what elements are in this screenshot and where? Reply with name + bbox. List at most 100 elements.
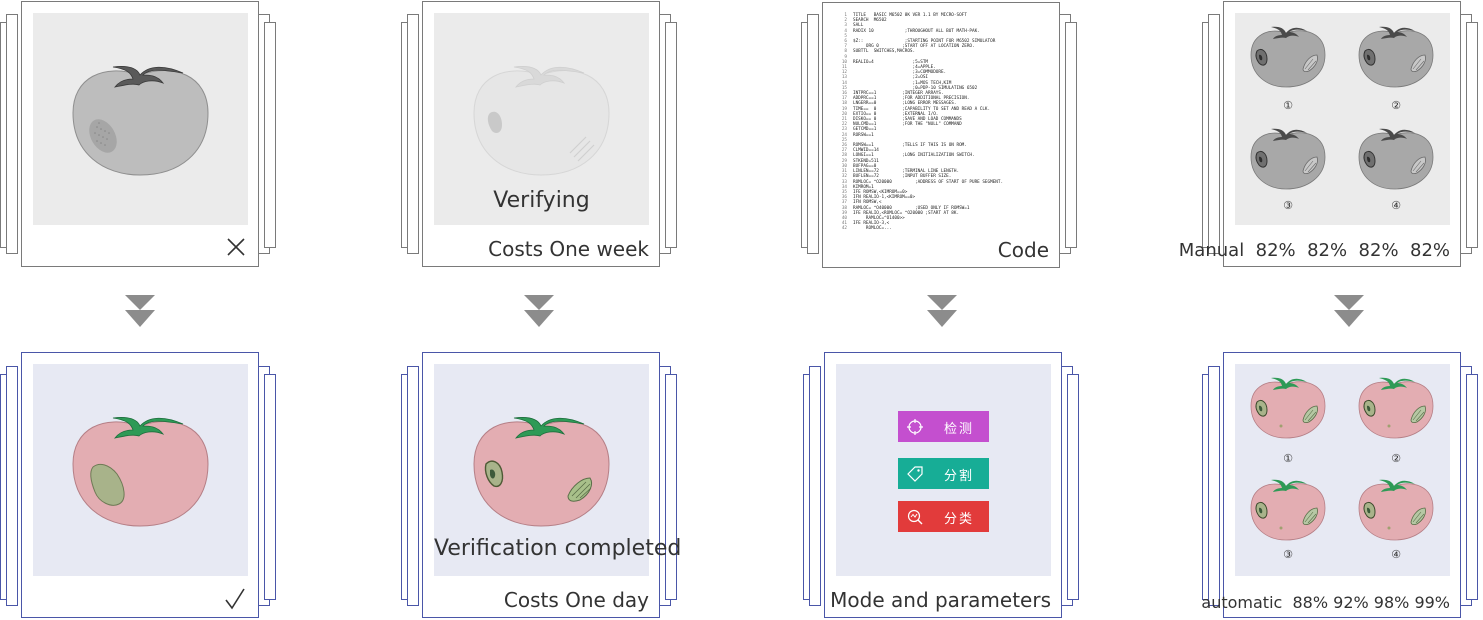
code-line-text: ;3=COMMODORE. (853, 70, 947, 76)
caption: Code (997, 238, 1049, 262)
image-grid-panel: ① ② ③ ④ (1235, 364, 1450, 576)
cross-icon (227, 238, 245, 256)
card-verified: Verification completed Costs One day (422, 352, 681, 618)
code-line-number: 29 (841, 158, 847, 164)
mode-panel: 检测 分割 分类 (836, 364, 1051, 576)
code-line: 12 ;3=COMMODORE. (835, 70, 1050, 75)
code-line-text: RADIX 10 ;THROUGHOUT ALL BUT MATH-PAK. (853, 28, 980, 34)
code-line: 25 (835, 138, 1050, 143)
code-line-text: INTPRC==1 ;INTEGER ARRAYS. (853, 91, 944, 97)
card-stack-mid (1208, 366, 1220, 606)
image-panel (33, 13, 248, 225)
code-line-number: 19 (841, 106, 847, 112)
mode-button-segment[interactable]: 分割 (898, 458, 989, 489)
search-chart-icon (907, 509, 923, 524)
code-line-text: $Z:: ;STARTING POINT FOR M6502 SIMULATOR (853, 39, 996, 45)
code-line-number: 17 (841, 96, 847, 102)
mode-button-classify[interactable]: 分类 (898, 501, 989, 532)
code-line-number: 22 (841, 122, 847, 128)
card-stack-back (1065, 22, 1077, 248)
code-line: 42 ROMLOC=... (835, 226, 1050, 231)
card-verifying: Verifying Costs One week (422, 1, 660, 267)
code-line-number: 3 (844, 23, 847, 29)
code-line-number: 20 (841, 111, 847, 117)
card-stack-back (665, 22, 677, 248)
code-line-text: ;2=OSI (853, 75, 929, 81)
tag-icon (907, 465, 923, 482)
tomato-color-illustration (473, 417, 610, 527)
caption: automatic 88% 92% 98% 99% (1201, 593, 1450, 612)
code-line-number: 31 (841, 169, 847, 175)
code-line-number: 9 (844, 54, 847, 60)
code-line-text: ;4=APPLE. (853, 65, 936, 71)
code-line: 20 EXTIO== 0 ;EXTERNAL I/O. (835, 112, 1050, 117)
image-panel: Verifying (434, 13, 649, 225)
code-line-number: 4 (844, 28, 847, 34)
card-stack-mid (809, 366, 821, 606)
code-line-number: 21 (841, 117, 847, 123)
code-line-number: 32 (841, 174, 847, 180)
code-line-number: 40 (841, 215, 847, 221)
code-line-text: ROMSW==1 ;TELLS IF THIS IS ON ROM. (853, 143, 967, 149)
code-line-number: 35 (841, 189, 847, 195)
code-line: 14 ;1=MOS TECH,KIM (835, 81, 1050, 86)
code-line-number: 33 (841, 179, 847, 185)
code-line-text: LINLEN==72 ;TERMINAL LINE LENGTH. (853, 169, 960, 175)
card-stack-mid (807, 14, 819, 254)
image-panel (33, 364, 248, 576)
grid-label: ① (1283, 452, 1293, 465)
code-line-number: 2 (844, 18, 847, 24)
code-line-text: SALL (853, 23, 864, 29)
code-line: 40 RAMLOC=^O1400>> (835, 216, 1050, 221)
card-stack-mid (407, 366, 419, 606)
code-line: 6 $Z:: ;STARTING POINT FOR M6502 SIMULATO… (835, 39, 1050, 44)
grid-label: ④ (1391, 548, 1401, 561)
card-automatic-grid: ① ② ③ ④ automatic 88% 92% 98% 99% (1201, 352, 1461, 618)
code-line-number: 25 (841, 137, 847, 143)
code-line-text: ROMLOC= ^O20000 ;ADDRESS OF START OF PUR… (853, 179, 1004, 185)
code-line-text: BUFLEN==72 ;INPUT BUFFER SIZE. (853, 174, 952, 180)
code-line-text: ;0=PDP-10 SIMULATING 6502 (853, 85, 978, 91)
code-line-number: 23 (841, 127, 847, 133)
code-line-number: 12 (841, 70, 847, 76)
image-grid-panel: ① ② ③ ④ (1235, 13, 1450, 225)
grid-label: ② (1391, 452, 1401, 465)
mode-button-detect[interactable]: 检测 (898, 411, 989, 442)
code-line-number: 5 (844, 33, 847, 39)
card-stack-back (264, 374, 276, 600)
card-stack-back (665, 374, 677, 600)
code-line: 15 ;0=PDP-10 SIMULATING 6502 (835, 86, 1050, 91)
card-stack-back (264, 22, 276, 248)
code-line-text: SUBTTL SWITCHES,MACROS. (853, 49, 916, 55)
code-line: 4 RADIX 10 ;THROUGHOUT ALL BUT MATH-PAK. (835, 29, 1050, 34)
target-icon (907, 418, 923, 435)
code-line-text: RAMLOC=^O1400>> (853, 215, 905, 221)
code-line-number: 6 (844, 39, 847, 45)
code-line-text: EXTIO== 0 ;EXTERNAL I/O. (853, 111, 939, 117)
grid-label: ③ (1283, 548, 1293, 561)
down-double-arrow-icon (125, 295, 155, 327)
code-line-text: ;1=MOS TECH,KIM (853, 80, 952, 86)
grid-label: ② (1391, 99, 1401, 112)
code-line-text: ROMLOC=... (853, 226, 892, 232)
tomato-color-illustration (72, 417, 209, 527)
card-stack-back (1466, 22, 1478, 248)
card-stack-mid (6, 14, 18, 254)
code-line-number: 10 (841, 59, 847, 65)
code-line-text: LNGERR==0 ;LONG ERROR MESSAGES. (853, 101, 957, 107)
